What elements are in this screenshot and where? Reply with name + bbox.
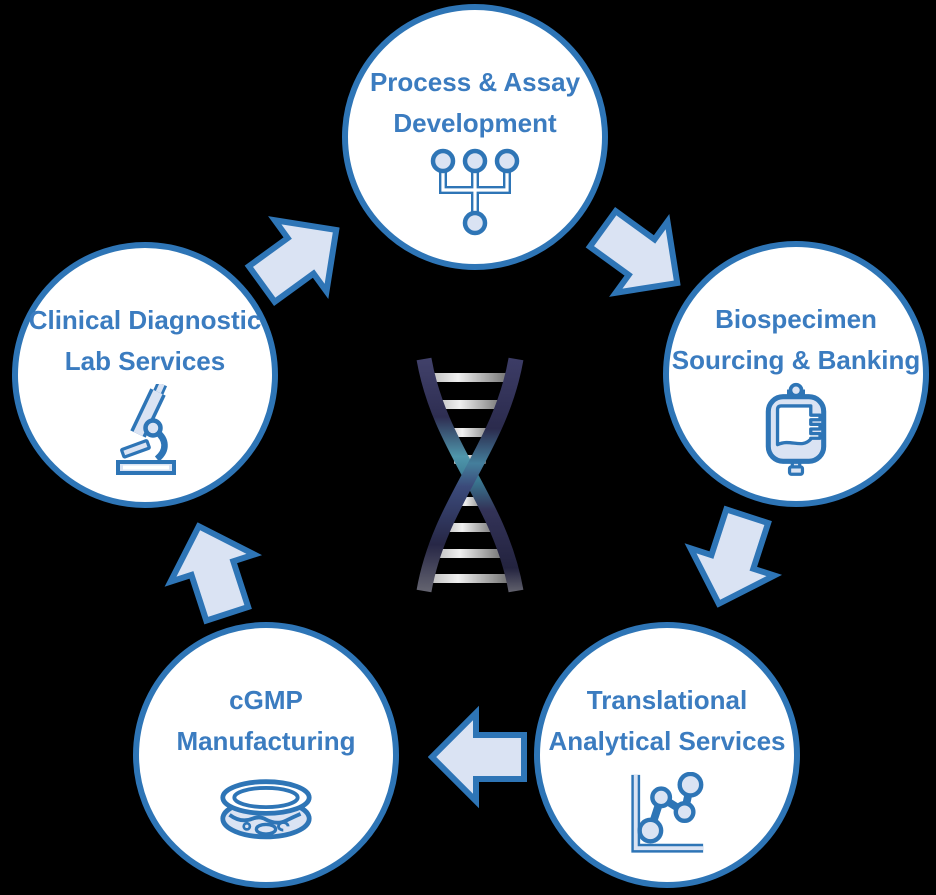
node-label-line2: Manufacturing xyxy=(176,726,356,756)
node-label-line2: Analytical Services xyxy=(548,726,786,756)
block-arrow-icon xyxy=(164,522,263,625)
node-label-line1: Clinical Diagnostic xyxy=(28,305,262,335)
node-translational-analytical-services: Translational Analytical Services xyxy=(534,622,800,888)
node-label: cGMP Manufacturing xyxy=(139,680,393,762)
arrow-translational-to-cgmp xyxy=(428,705,528,809)
block-arrow-icon xyxy=(244,216,340,307)
block-arrow-icon xyxy=(684,505,783,608)
node-label-line1: Biospecimen xyxy=(715,304,877,334)
node-label: Clinical Diagnostic Lab Services xyxy=(18,300,272,382)
node-label-line2: Development xyxy=(393,108,557,138)
node-process-assay-development: Process & Assay Development xyxy=(342,4,608,270)
node-label: Translational Analytical Services xyxy=(540,680,794,762)
node-label-line1: Process & Assay xyxy=(369,67,581,97)
node-label-line1: Translational xyxy=(586,685,748,715)
dna-strands xyxy=(416,357,524,593)
microscope-icon xyxy=(116,384,176,475)
node-label: Process & Assay Development xyxy=(348,62,602,144)
arrow-biospecimen-to-translational xyxy=(668,496,798,623)
node-label-line2: Lab Services xyxy=(64,346,226,376)
arrow-process-to-biospecimen xyxy=(569,185,711,328)
petri-dish-icon xyxy=(220,779,312,840)
arrow-cgmp-to-clinical xyxy=(148,506,278,633)
node-label-line2: Sourcing & Banking xyxy=(671,345,921,375)
line-chart-icon xyxy=(631,772,704,853)
node-cgmp-manufacturing: cGMP Manufacturing xyxy=(133,622,399,888)
flow-merge-icon xyxy=(430,148,520,236)
node-biospecimen-sourcing-banking: Biospecimen Sourcing & Banking xyxy=(663,241,929,507)
node-label-line1: cGMP xyxy=(229,685,303,715)
block-arrow-icon xyxy=(428,705,527,809)
block-arrow-icon xyxy=(585,206,681,297)
node-label: Biospecimen Sourcing & Banking xyxy=(669,299,923,381)
arrow-clinical-to-process xyxy=(228,186,370,329)
dna-helix-image xyxy=(416,357,524,593)
iv-bag-icon xyxy=(765,382,827,476)
node-clinical-diagnostic-lab-services: Clinical Diagnostic Lab Services xyxy=(12,242,278,508)
